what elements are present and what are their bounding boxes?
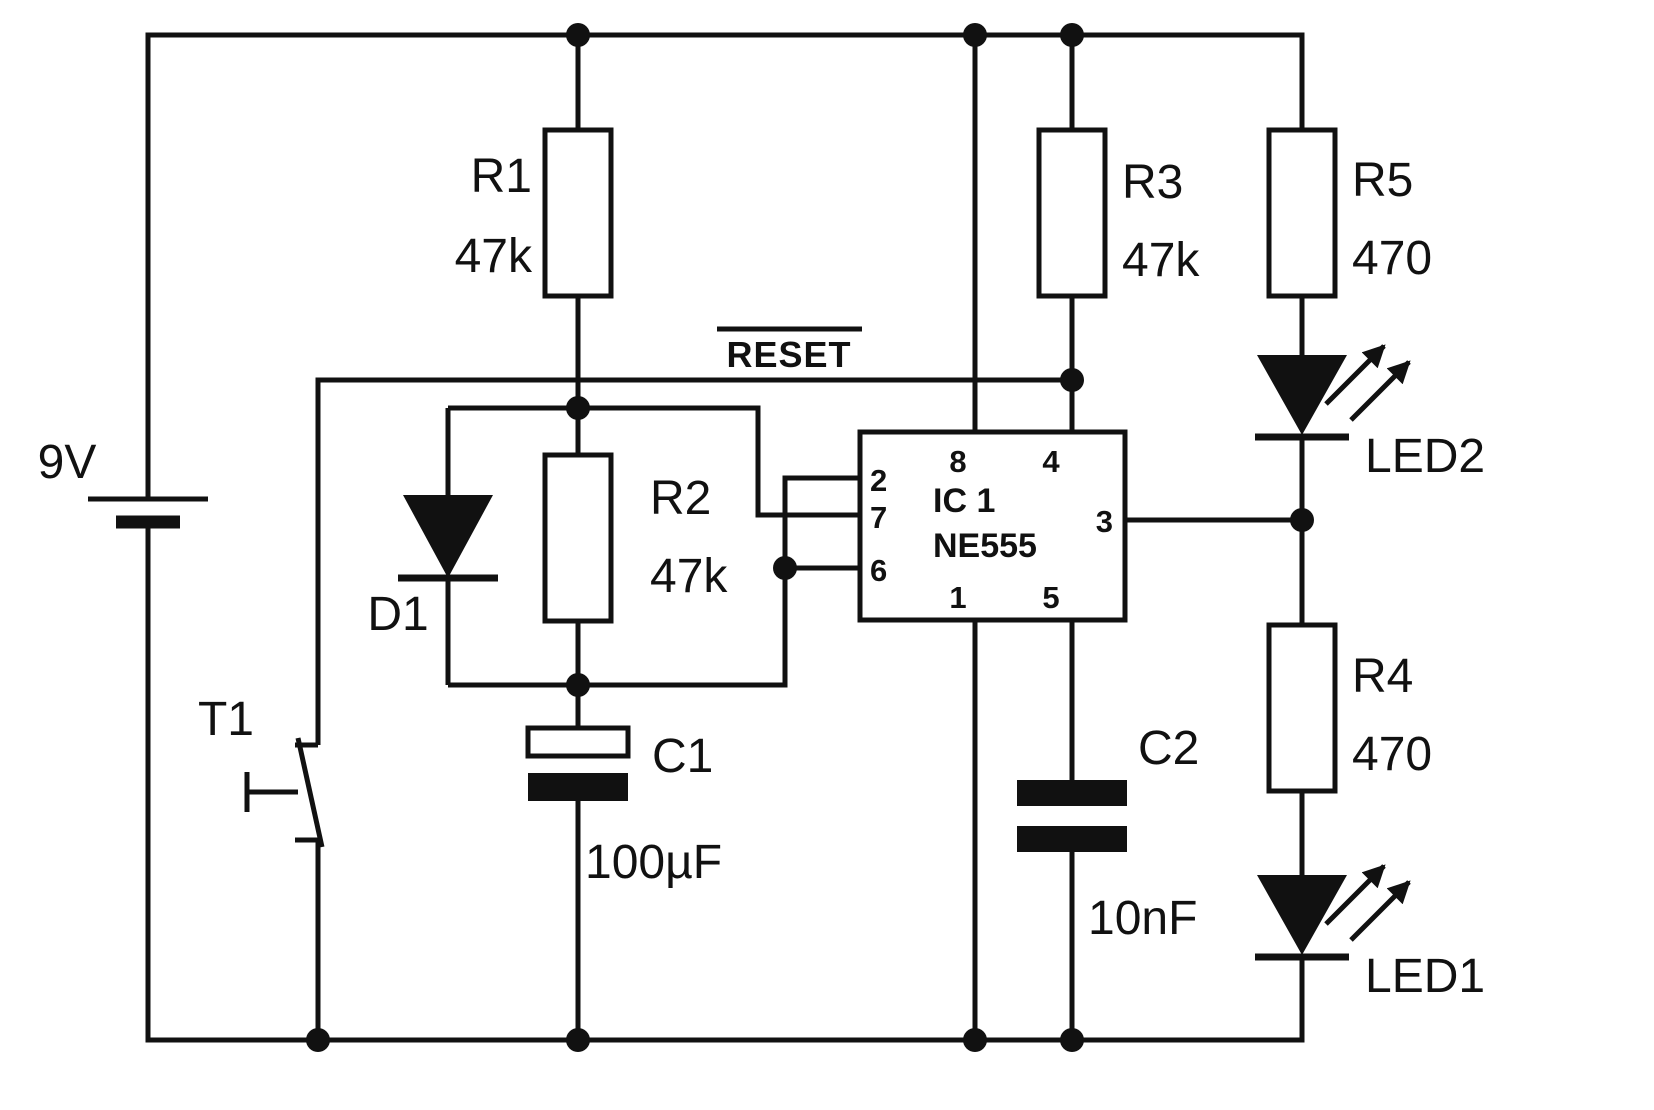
led1-triangle	[1257, 875, 1347, 955]
capacitor-c2-plate-bottom	[1017, 826, 1127, 852]
wire-node-b-to-pin2	[448, 475, 860, 688]
wire-ground-rail	[145, 523, 1305, 1043]
led1-ref-label: LED1	[1365, 950, 1485, 1003]
c2-ref-label: C2	[1138, 722, 1199, 775]
resistor-r3-body	[1036, 127, 1108, 299]
junction-dot	[1290, 508, 1314, 532]
ic1-pin1-label: 1	[949, 580, 966, 615]
r4-value-label: 470	[1352, 728, 1432, 781]
wire-node-a-to-pin7	[448, 405, 860, 518]
junction-dot	[1060, 1028, 1084, 1052]
led2-triangle	[1257, 355, 1347, 435]
c2-value-label: 10nF	[1088, 892, 1197, 945]
capacitor-c2-plate-top	[1017, 780, 1127, 806]
ic1-pin4-label: 4	[1042, 444, 1060, 479]
junction-dot	[566, 1028, 590, 1052]
led2-emission-arrow-1	[1324, 344, 1386, 406]
capacitor-c1-negative-plate	[528, 773, 628, 801]
resistor-r1-body	[542, 127, 614, 299]
resistor-r5-body	[1266, 127, 1338, 299]
d1-ref-label: D1	[367, 588, 428, 641]
junction-dot	[963, 1028, 987, 1052]
capacitor-c1-positive-plate	[525, 725, 631, 759]
r3-value-label: 47k	[1122, 234, 1200, 287]
led2-emission-arrow-2	[1349, 360, 1411, 422]
ic1-pin8-label: 8	[949, 444, 966, 479]
junction-dot	[773, 556, 797, 580]
junction-dot	[963, 23, 987, 47]
led1-emission-arrow-2	[1349, 880, 1411, 942]
junction-dot	[566, 23, 590, 47]
ic1-part-label: NE555	[933, 527, 1037, 565]
ic1-designator-label: IC 1	[933, 482, 995, 520]
c1-ref-label: C1	[652, 730, 713, 783]
led2-ref-label: LED2	[1365, 430, 1485, 483]
r1-value-label: 47k	[455, 230, 533, 283]
ic1-pin7-label: 7	[870, 500, 887, 535]
r2-ref-label: R2	[650, 472, 711, 525]
wire-positive-rail	[145, 32, 1305, 499]
ic1-pin5-label: 5	[1042, 580, 1059, 615]
r3-ref-label: R3	[1122, 156, 1183, 209]
r5-ref-label: R5	[1352, 154, 1413, 207]
junction-dot	[1060, 368, 1084, 392]
r4-ref-label: R4	[1352, 650, 1413, 703]
junction-dot	[1060, 23, 1084, 47]
ic1-pin6-label: 6	[870, 553, 887, 588]
led1-emission-arrow-1	[1324, 864, 1386, 926]
t1-ref-label: T1	[198, 693, 254, 746]
resistor-r4-body	[1266, 622, 1338, 794]
diode-d1-triangle	[403, 495, 493, 578]
reset-net-label: RESET	[726, 334, 851, 375]
c1-value-label: 100µF	[585, 836, 722, 889]
r2-value-label: 47k	[650, 550, 728, 603]
resistor-r2-body	[542, 452, 614, 624]
wire-t1-to-reset	[315, 377, 1072, 745]
r1-ref-label: R1	[471, 150, 532, 203]
ic1-body	[857, 429, 1128, 623]
r5-value-label: 470	[1352, 232, 1432, 285]
junction-dot	[566, 673, 590, 697]
switch-t1-lever	[295, 737, 325, 848]
junction-dot	[306, 1028, 330, 1052]
ic1-pin3-label: 3	[1096, 504, 1113, 539]
ic1-pin2-label: 2	[870, 463, 887, 498]
junction-dot	[566, 396, 590, 420]
battery-label: 9V	[38, 436, 97, 489]
